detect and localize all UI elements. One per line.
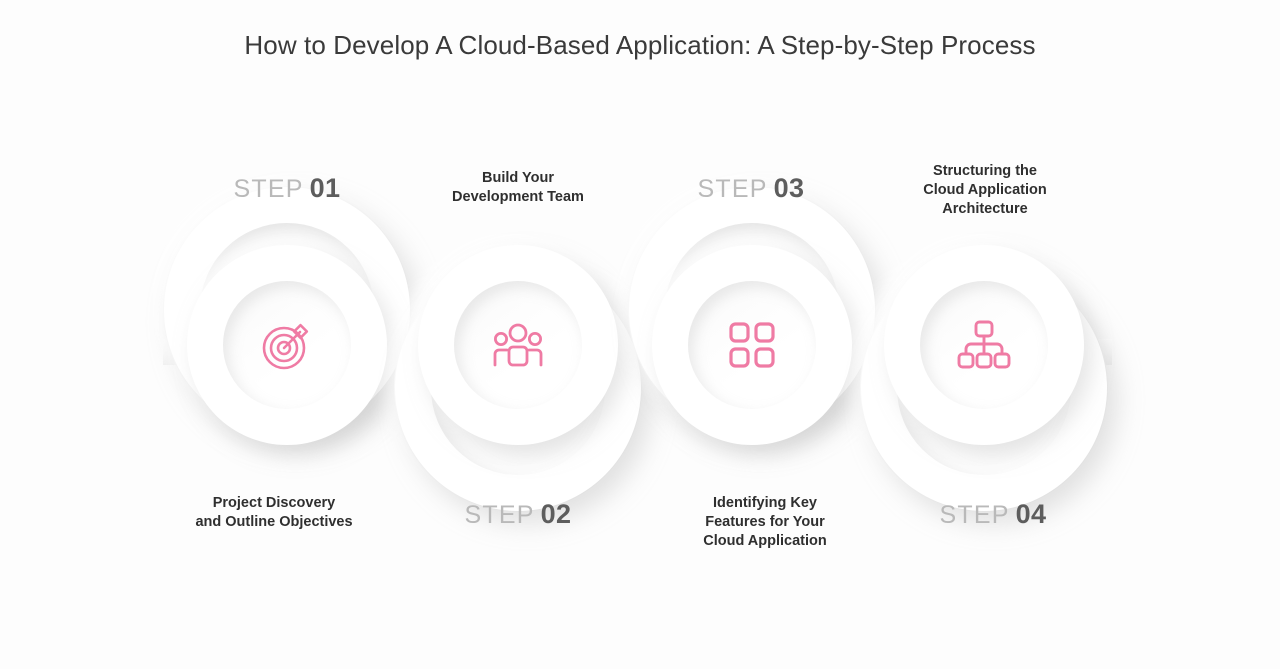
hierarchy-icon (957, 318, 1011, 372)
page-title: How to Develop A Cloud-Based Application… (244, 30, 1036, 60)
step-node-2[interactable] (395, 227, 641, 511)
step-node-4[interactable] (861, 227, 1107, 511)
icon-disc-4 (920, 281, 1048, 409)
description-line: Features for Your (705, 514, 825, 530)
grid-squares-icon (727, 320, 777, 370)
description-line: Build Your (482, 170, 554, 186)
step-node-3[interactable] (629, 187, 875, 463)
circle-ring-3 (652, 245, 852, 445)
step-number-4: 04 (1015, 499, 1047, 529)
step-word-3: STEP (697, 175, 768, 203)
step-word-2: STEP (464, 501, 535, 529)
description-line: Project Discovery (212, 495, 336, 511)
description-line: Architecture (942, 201, 1028, 217)
description-line: Development Team (452, 189, 584, 205)
description-line: Cloud Application (923, 182, 1047, 198)
icon-disc-2 (454, 281, 582, 409)
description-line: Identifying Key (713, 495, 817, 511)
icon-disc-3 (688, 281, 816, 409)
circle-ring-1 (187, 245, 387, 445)
step-word-1: STEP (233, 175, 304, 203)
step-number-1: 01 (309, 173, 341, 203)
icon-disc-1 (223, 281, 351, 409)
people-group-icon (489, 319, 547, 371)
target-icon (258, 316, 316, 374)
description-line: Structuring the (933, 163, 1037, 179)
step-description-1: Project Discovery and Outline Objectives (144, 494, 404, 532)
description-line: Cloud Application (703, 533, 827, 549)
circle-ring-4 (884, 245, 1084, 445)
description-line: and Outline Objectives (195, 514, 353, 530)
step-node-1[interactable] (164, 187, 410, 463)
step-word-4: STEP (939, 501, 1010, 529)
circle-ring-2 (418, 245, 618, 445)
step-number-2: 02 (540, 499, 572, 529)
step-number-3: 03 (773, 173, 805, 203)
